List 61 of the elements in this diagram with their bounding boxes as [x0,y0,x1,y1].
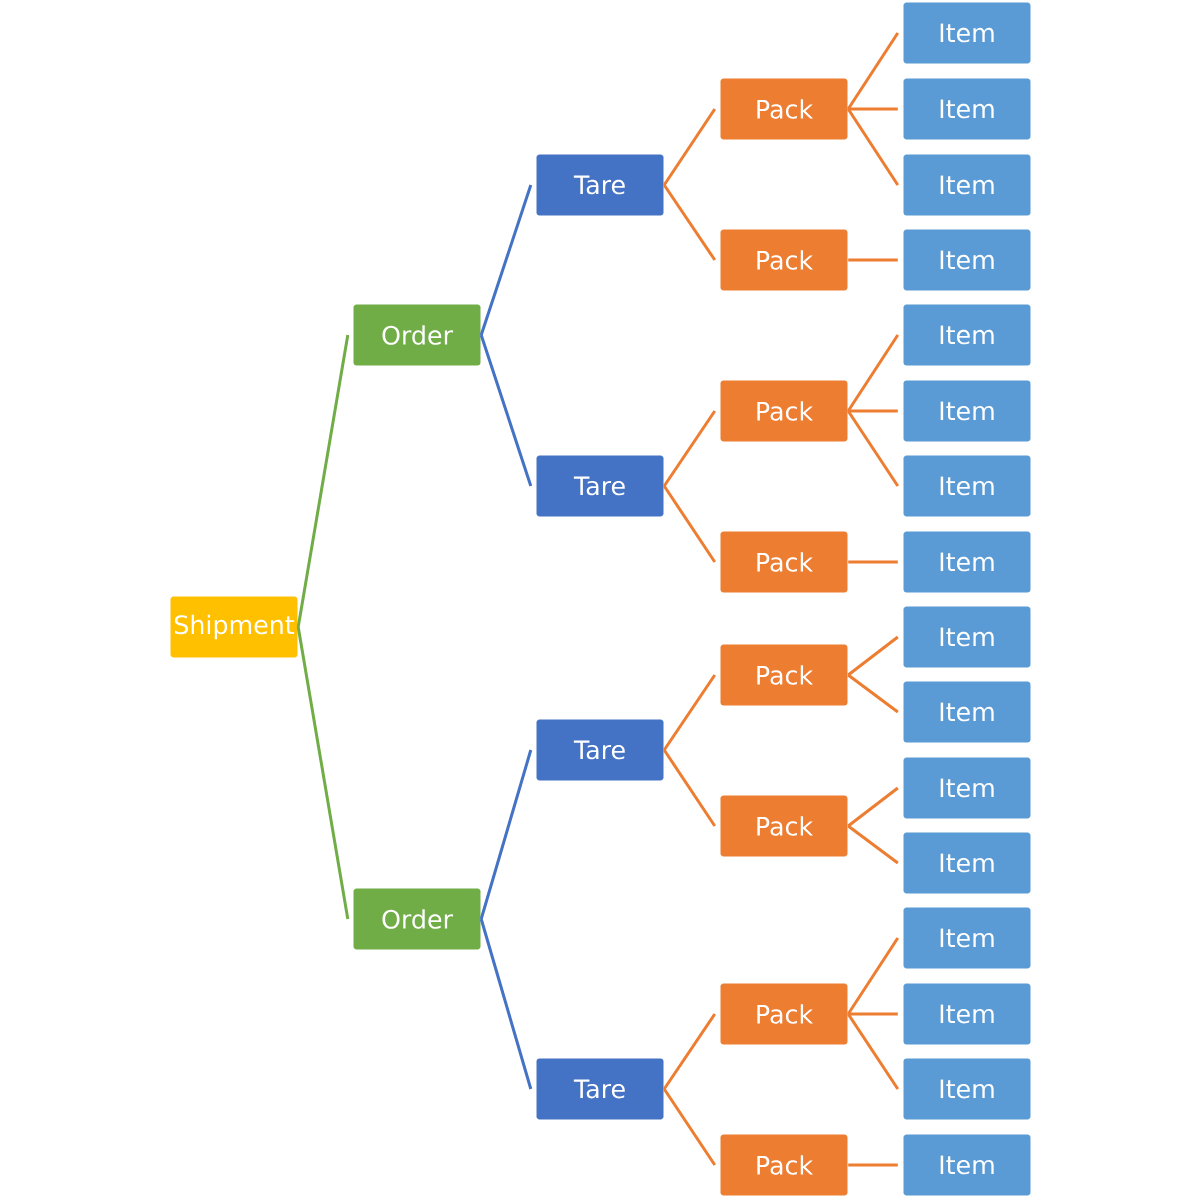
connector-line [846,32,900,110]
item-box: Item [903,304,1031,366]
tare-box: Tare [536,719,664,781]
tare-box: Tare [536,1058,664,1120]
connector-line [662,184,717,261]
item-box: Item [903,229,1031,291]
item-box: Item [903,757,1031,819]
connector-line [847,635,899,677]
order-box: Order [353,304,481,366]
pack-box: Pack [720,531,848,593]
connector-line [848,409,898,413]
item-box: Item [903,380,1031,442]
connector-line [847,673,899,714]
pack-box: Pack [720,644,848,706]
connector-line [479,334,533,487]
connector-line [662,410,717,487]
connector-line [479,749,533,920]
order-box: Order [353,888,481,950]
connector-line [296,334,350,628]
item-box: Item [903,1134,1031,1196]
connector-line [479,184,533,336]
item-box: Item [903,531,1031,593]
item-box: Item [903,455,1031,517]
item-box: Item [903,154,1031,216]
connector-line [847,824,899,865]
item-box: Item [903,2,1031,64]
connector-line [662,108,717,186]
connector-line [848,107,898,111]
pack-box: Pack [720,78,848,140]
item-box: Item [903,907,1031,969]
connector-line [846,410,900,487]
item-box: Item [903,606,1031,668]
pack-box: Pack [720,983,848,1045]
connector-line [479,918,533,1090]
connector-line [846,334,900,412]
connector-line [296,626,350,920]
connector-line [847,786,899,828]
connector-line [846,1013,900,1090]
connector-line [662,485,717,563]
item-box: Item [903,832,1031,894]
pack-box: Pack [720,229,848,291]
item-box: Item [903,983,1031,1045]
connector-line [846,108,900,186]
connector-line [662,674,717,751]
connector-line [662,1013,717,1090]
item-box: Item [903,1058,1031,1120]
connector-line [848,560,898,564]
tare-box: Tare [536,455,664,517]
item-box: Item [903,78,1031,140]
pack-box: Pack [720,795,848,857]
connector-line [662,749,717,827]
connector-line [848,1163,898,1167]
connector-line [848,1012,898,1016]
tare-box: Tare [536,154,664,216]
connector-line [848,258,898,262]
item-box: Item [903,681,1031,743]
pack-box: Pack [720,1134,848,1196]
connector-line [662,1088,717,1166]
connector-line [846,937,900,1015]
root-box: Shipment [170,596,298,658]
pack-box: Pack [720,380,848,442]
